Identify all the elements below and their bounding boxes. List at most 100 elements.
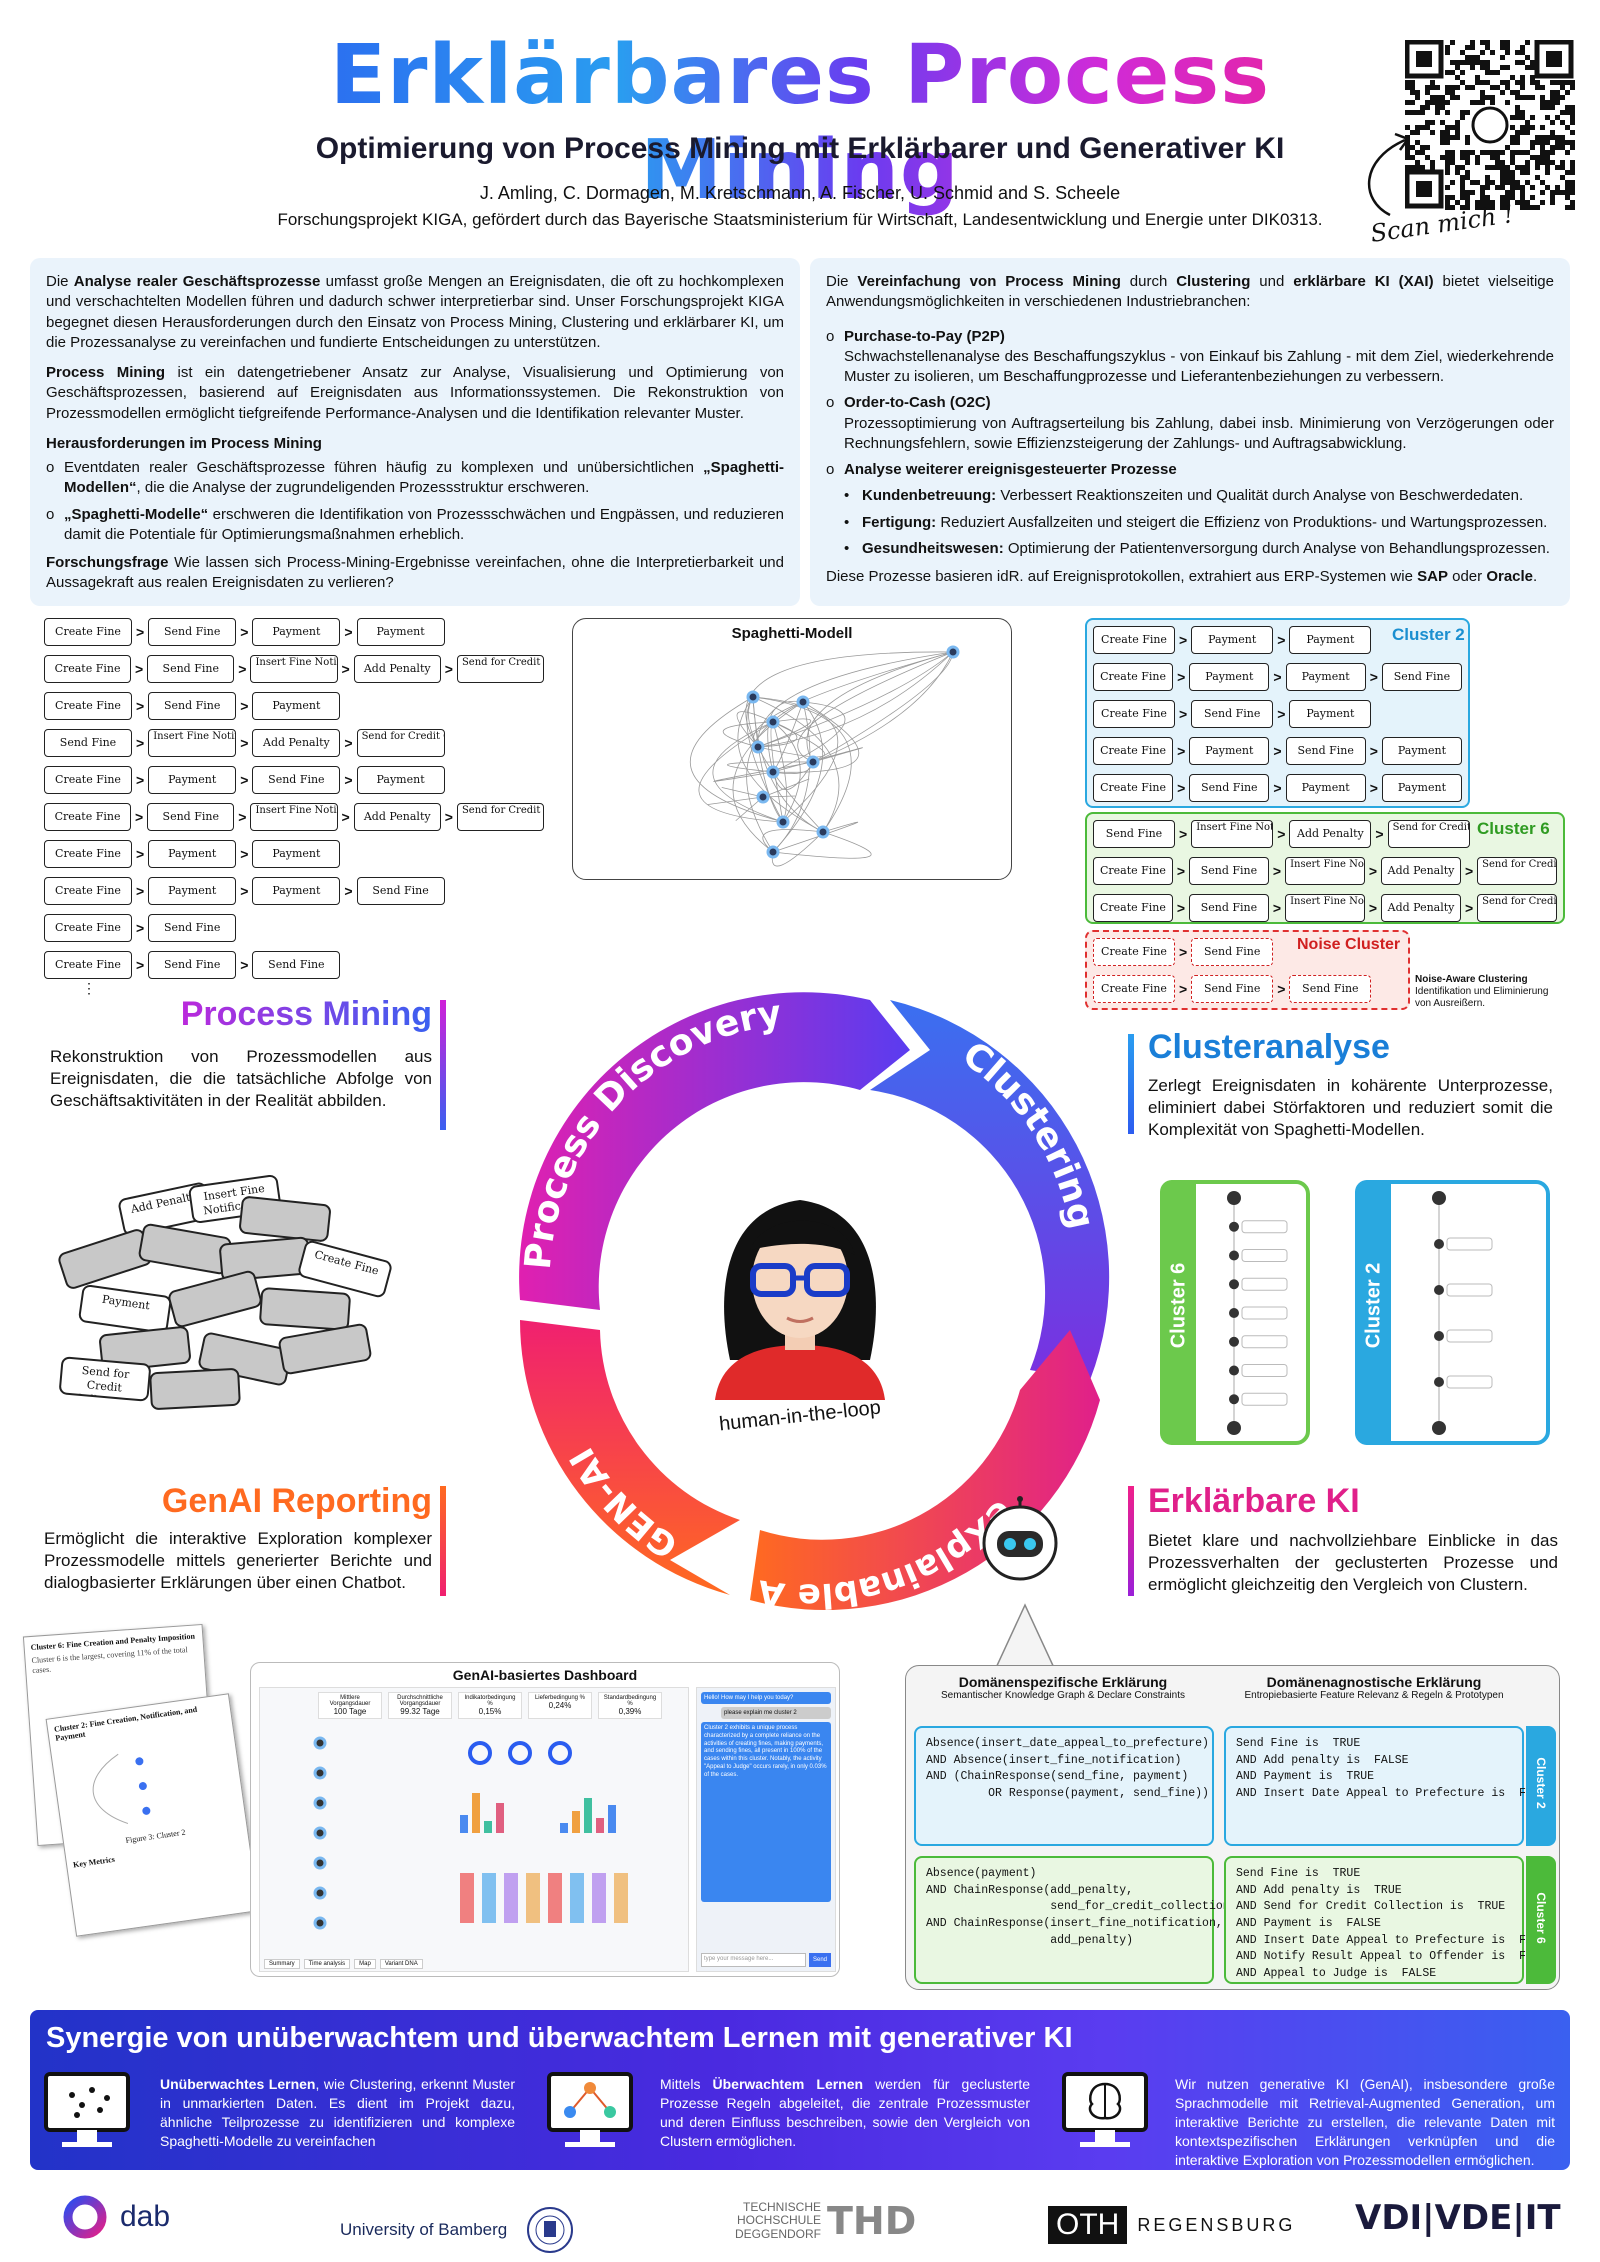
activity-box: Send Fine: [1093, 820, 1175, 848]
ek-bar: [1128, 1486, 1134, 1596]
activity-box: Send for Credit Collection: [1387, 820, 1470, 848]
send-button[interactable]: Send: [809, 1953, 831, 1967]
activity-box: Send Fine: [1191, 700, 1274, 728]
trace-row: Send Fine>Insert Fine Notification>Add P…: [1093, 820, 1557, 848]
arrow-icon: >: [444, 809, 453, 825]
arrow-icon: >: [240, 846, 249, 862]
activity-box: Send Fine: [147, 803, 235, 831]
model-node: [766, 845, 780, 859]
arrow-icon: >: [136, 846, 145, 862]
dashboard-bar: [572, 1811, 580, 1833]
authors: J. Amling, C. Dormagen, M. Kretschmann, …: [479, 183, 1121, 203]
arrow-icon: >: [1369, 743, 1378, 759]
cluster-6-panel: Send Fine>Insert Fine Notification>Add P…: [1085, 812, 1565, 924]
arrow-icon: >: [1375, 826, 1384, 842]
gr-title: GenAI Reporting: [161, 1482, 432, 1520]
discovery-arc: [519, 992, 910, 1310]
activity-box: Send Fine: [1191, 938, 1274, 966]
activity-box: Payment: [252, 840, 341, 868]
activity-box: Create Fine: [1093, 737, 1174, 765]
trace-row: Create Fine>Payment>Payment: [1093, 626, 1462, 654]
activity-box: Insert Fine Notification: [1285, 857, 1365, 885]
gr-bar: [440, 1486, 446, 1596]
pm-text: Rekonstruktion von Prozessmodellen aus E…: [50, 1047, 432, 1111]
dashboard-donut: [508, 1741, 532, 1765]
event-card: [277, 1322, 373, 1376]
arrow-icon: >: [136, 920, 145, 936]
arrow-icon: >: [344, 772, 353, 788]
dashboard-tab[interactable]: Time analysis: [303, 1959, 351, 1969]
dashboard-tab[interactable]: Variant DNA: [379, 1959, 423, 1969]
dashboard-tab[interactable]: Map: [354, 1959, 376, 1969]
activity-box: Send Fine: [148, 951, 237, 979]
model-node: [806, 755, 820, 769]
activity-box: Create Fine: [1093, 938, 1175, 966]
activity-box: Send Fine: [44, 729, 132, 757]
kpi-card: Indikatorbedingung %0,15%: [458, 1692, 522, 1719]
synergy-col-2: Mittels Überwachtem Lernen werden für ge…: [660, 2076, 1031, 2149]
model-node: [1434, 1331, 1444, 1341]
activity-box: Payment: [356, 766, 445, 794]
activity-box: Payment: [252, 877, 341, 905]
event-card: [258, 1286, 352, 1332]
arrow-icon: >: [240, 698, 249, 714]
model-node: [816, 825, 830, 839]
dashboard-stacked-bar: [504, 1873, 518, 1923]
pm-bar: [440, 1000, 446, 1130]
trace-row: Create Fine>Payment>Payment>Send Fine: [1093, 663, 1462, 691]
arrow-icon: >: [240, 957, 249, 973]
poster-title: Erklärbares Process Mining: [200, 28, 1400, 218]
arrow-icon: >: [444, 661, 453, 677]
arrow-icon: >: [240, 624, 249, 640]
activity-box: Send for Credit Collection: [1477, 857, 1557, 885]
activity-box: Payment: [252, 692, 341, 720]
chat-message: Hello! How may I help you today?: [701, 1692, 831, 1704]
activity-box: Send Fine: [356, 877, 445, 905]
activity-box: Send for Credit Collection: [456, 803, 544, 831]
activity-box: Create Fine: [44, 840, 132, 868]
activity-box: Insert Fine Notification: [148, 729, 237, 757]
cluster-2-model: Cluster 2: [1355, 1180, 1550, 1445]
arrow-icon: >: [1368, 900, 1378, 916]
model-node: [313, 1736, 327, 1750]
dashboard-tab[interactable]: Summary: [264, 1959, 300, 1969]
arrow-icon: >: [341, 661, 350, 677]
arrow-icon: >: [1177, 669, 1186, 685]
activity-node: [1446, 1329, 1493, 1343]
trace-row: Create Fine>Send Fine>Payment>Payment: [1093, 774, 1462, 802]
activity-box: Create Fine: [44, 914, 132, 942]
arrow-icon: >: [1176, 900, 1186, 916]
arrow-icon: >: [1277, 826, 1286, 842]
trace-row: Create Fine>Send Fine>Insert Fine Notifi…: [44, 655, 544, 683]
activity-box: Send for Credit Collection: [356, 729, 445, 757]
activity-box: Send for Credit Collection: [1477, 894, 1557, 922]
dab-ring-icon: [63, 2195, 107, 2239]
dashboard-bar: [472, 1793, 480, 1833]
cluster-6-model: Cluster 6: [1160, 1180, 1310, 1445]
challenge-item: Eventdaten realer Geschäftsprozesse führ…: [46, 458, 784, 499]
model-node: [313, 1766, 327, 1780]
activity-box: Send for Credit Collection: [456, 655, 544, 683]
qr-code-icon[interactable]: [1404, 39, 1575, 210]
activity-box: Create Fine: [1093, 774, 1174, 802]
activity-box: Add Penalty: [1289, 820, 1372, 848]
activity-box: Send Fine: [1289, 975, 1372, 1003]
arrow-icon: [1367, 132, 1410, 217]
spaghetti-title: Spaghetti-Modell: [731, 625, 853, 642]
chat-input[interactable]: type your message here...: [701, 1953, 806, 1967]
oth-logo: OTH REGENSBURG: [1048, 2200, 1295, 2250]
speech-pointer: [994, 1603, 1056, 1670]
dashboard-stacked-bar: [614, 1873, 628, 1923]
gr-text: Ermöglicht die interaktive Exploration k…: [44, 1529, 432, 1593]
synergy-col-1: Unüberwachtes Lernen, wie Clustering, er…: [160, 2076, 515, 2149]
scatter-monitor-icon: [44, 2072, 130, 2147]
activity-box: Add Penalty: [353, 655, 441, 683]
model-node: [766, 765, 780, 779]
activity-box: Insert Fine Notification: [250, 655, 338, 683]
activity-box: Create Fine: [1093, 663, 1174, 691]
synergy-title: Synergie von unüberwachtem und überwacht…: [46, 2022, 1073, 2054]
arrow-icon: >: [1179, 981, 1188, 997]
